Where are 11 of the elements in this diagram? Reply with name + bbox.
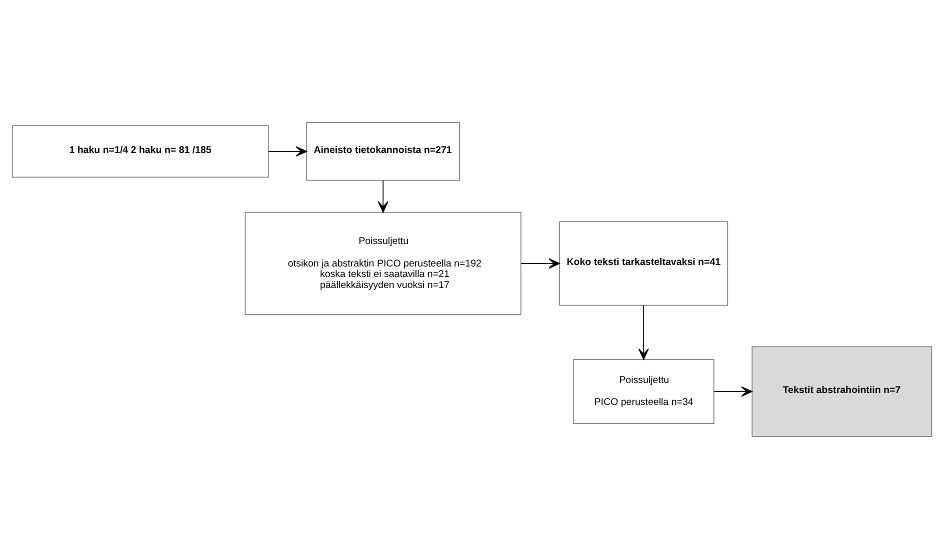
node-box: Aineisto tietokannoista n=271: [306, 122, 460, 181]
arrow: [714, 386, 752, 397]
arrow: [638, 304, 649, 360]
node-box: Poissuljettu PICO perusteella n=34: [572, 359, 714, 424]
arrow: [378, 180, 388, 213]
arrow: [520, 258, 560, 269]
node-box: Tekstit abstrahointiin n=7: [752, 346, 932, 437]
arrow: [268, 146, 308, 157]
node-box: Koko teksti tarkasteltavaksi n=41: [559, 221, 728, 306]
node-box: 1 haku n=1/4 2 haku n= 81 /185: [12, 125, 269, 178]
node-box: Poissuljettu otsikon ja abstraktin PICO perusteella n=192 koska teksti ei saatavilla n=21 päällekkäisyyden vuoksi n=17: [244, 212, 522, 316]
